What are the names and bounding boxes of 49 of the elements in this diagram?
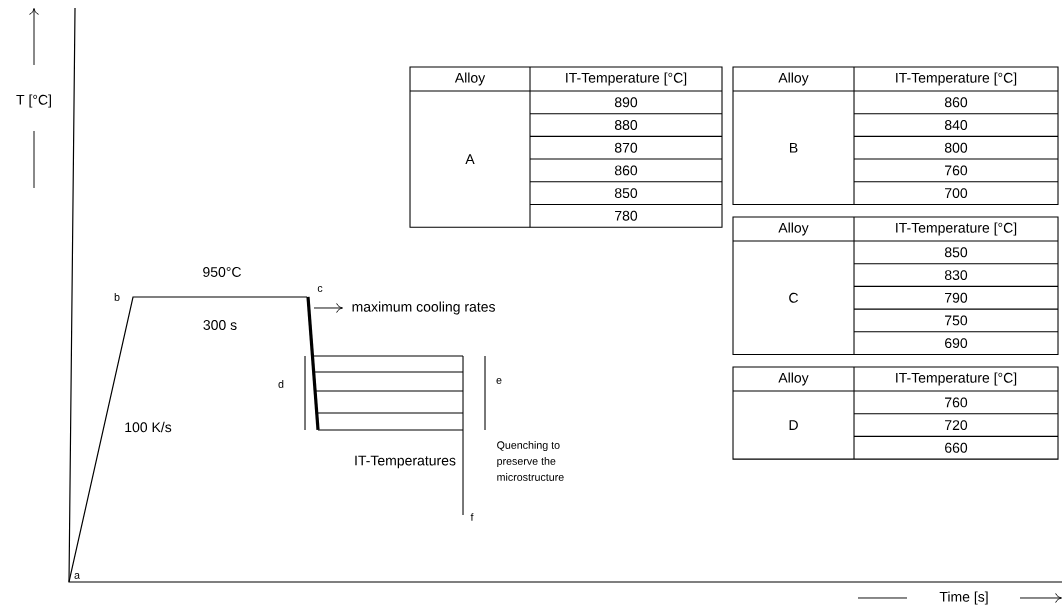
table-cell: Alloy bbox=[778, 372, 809, 386]
table-cell: B bbox=[790, 143, 798, 153]
table-cell: 720 bbox=[945, 420, 968, 431]
table-cell: IT-Temperature [°C] bbox=[896, 372, 1017, 386]
table-cell: 870 bbox=[614, 142, 638, 153]
table-cell: IT-Temperature [°C] bbox=[896, 222, 1017, 236]
time-label: 300 s bbox=[203, 320, 237, 330]
point-label: c bbox=[317, 286, 323, 292]
point-label: f bbox=[470, 513, 474, 521]
data-table bbox=[409, 66, 723, 228]
table-cell: Alloy bbox=[778, 72, 809, 86]
axis-label: Time [s] bbox=[939, 591, 988, 605]
point-label: a bbox=[74, 573, 80, 579]
table-cell: C bbox=[789, 292, 799, 303]
table-cell: 700 bbox=[945, 188, 968, 199]
data-table bbox=[732, 216, 1059, 356]
point-label: e bbox=[496, 378, 502, 384]
table-cell: 690 bbox=[945, 338, 968, 349]
data-table bbox=[732, 366, 1059, 460]
point-label: d bbox=[278, 380, 284, 388]
table-cell: 760 bbox=[945, 397, 968, 408]
table-cell: IT-Temperature [°C] bbox=[896, 72, 1017, 86]
table-cell: 890 bbox=[614, 97, 638, 108]
table-cell: Alloy bbox=[778, 222, 809, 236]
table-cell: A bbox=[465, 154, 475, 164]
table-cell: 660 bbox=[945, 442, 968, 453]
annotation: Quenching to preserve the microstructure bbox=[497, 441, 564, 481]
rate-label: 100 K/s bbox=[125, 421, 172, 433]
table-cell: 880 bbox=[614, 120, 638, 130]
table-cell: 750 bbox=[945, 315, 968, 326]
table-cell: D bbox=[789, 420, 798, 430]
table-cell: 850 bbox=[614, 188, 638, 199]
data-table bbox=[732, 66, 1059, 206]
table-cell: 860 bbox=[944, 97, 968, 108]
table-cell: 850 bbox=[944, 247, 968, 258]
table-cell: 760 bbox=[945, 165, 968, 176]
table-cell: 800 bbox=[944, 142, 968, 153]
table-cell: 860 bbox=[614, 165, 638, 176]
point-label: b bbox=[114, 293, 120, 301]
temperature-label: 950°C bbox=[203, 267, 241, 277]
axis-label: T [°C] bbox=[16, 94, 51, 108]
table-cell: 790 bbox=[945, 292, 968, 303]
annotation: IT-Temperatures bbox=[355, 455, 456, 469]
table-cell: IT-Temperature [°C] bbox=[566, 72, 687, 86]
table-cell: 830 bbox=[944, 270, 968, 281]
table-cell: 840 bbox=[944, 120, 968, 130]
table-cell: 780 bbox=[615, 210, 638, 221]
table-cell: Alloy bbox=[454, 72, 486, 86]
annotation: maximum cooling rates bbox=[352, 301, 495, 315]
